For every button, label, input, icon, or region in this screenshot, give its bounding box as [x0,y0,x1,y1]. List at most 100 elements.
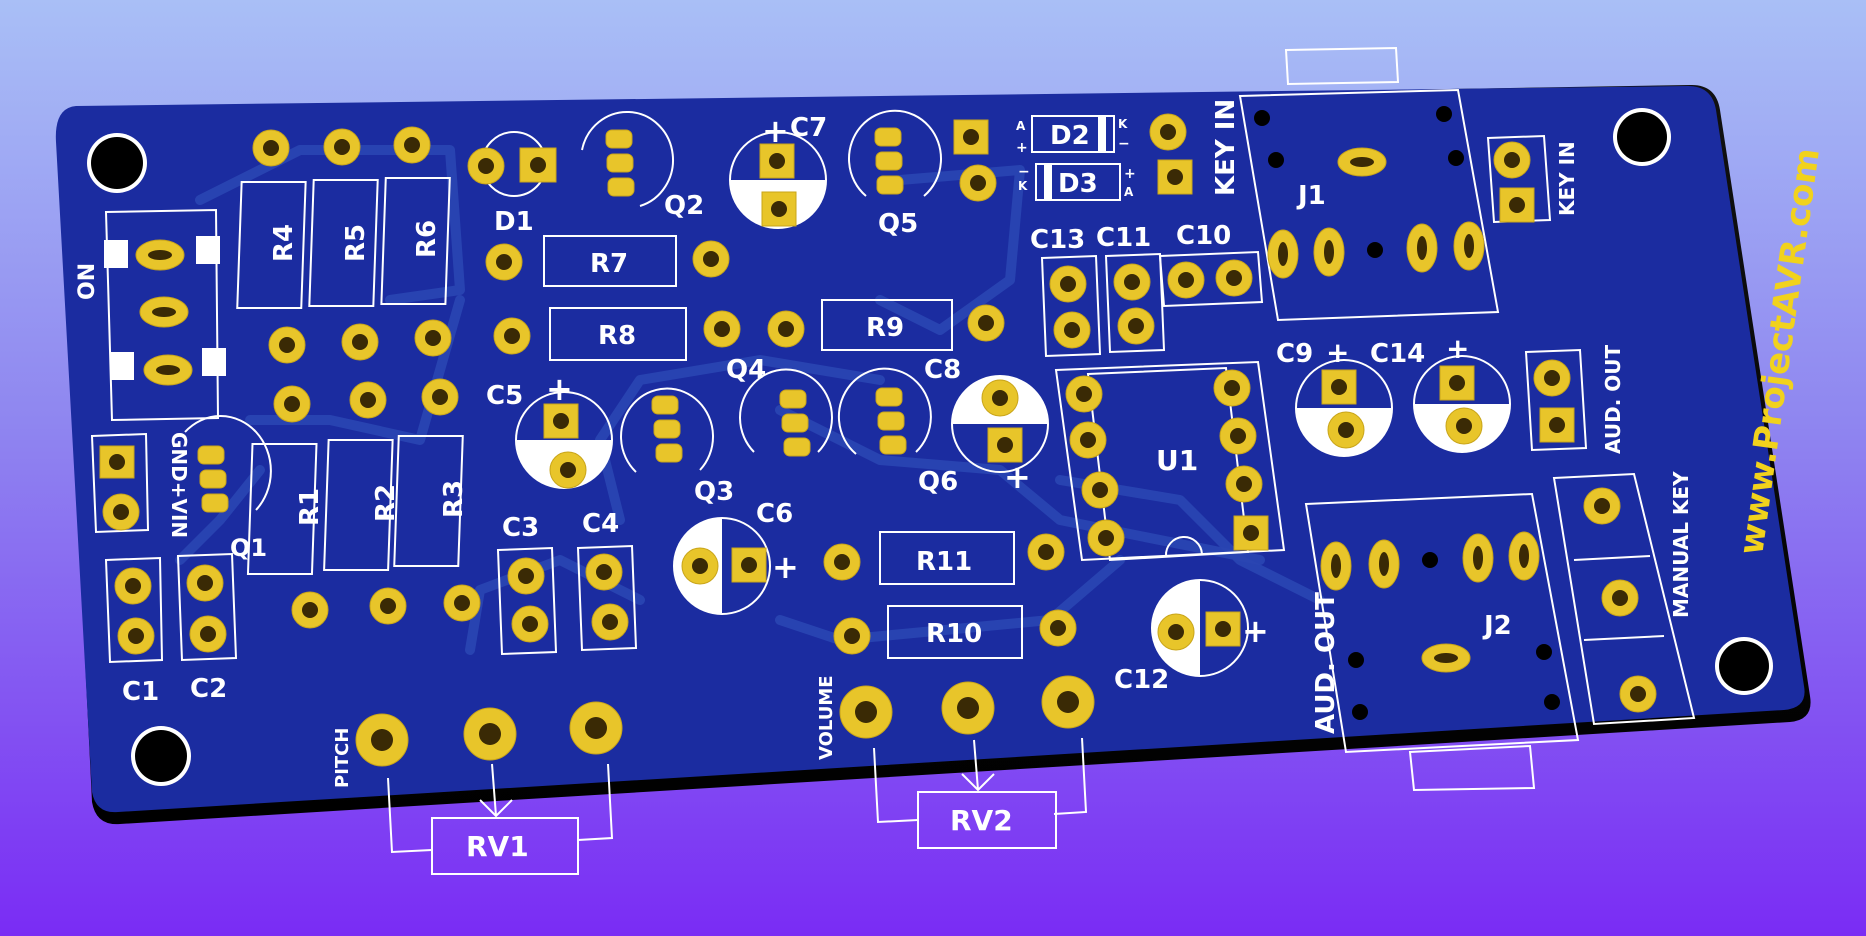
resistor-r8: R8 [493,307,741,361]
label-r4: R4 [269,224,299,262]
label-d2-anode: A [1016,119,1026,133]
label-plus-c5: + [546,370,573,408]
label-d3-minus: − [1018,164,1030,180]
label-c9: C9 [1276,339,1313,369]
label-q2: Q2 [664,191,704,221]
label-j2: J2 [1482,611,1512,641]
label-on: ON [75,263,100,300]
capacitor-c3: C3 [496,513,558,656]
label-u1: U1 [1156,444,1198,477]
label-r5: R5 [341,224,371,262]
label-j1: J1 [1296,181,1326,211]
label-rv2: RV2 [950,804,1013,837]
label-d2: D2 [1050,121,1090,151]
resistor-r11: R11 [823,531,1065,585]
capacitor-c4: C4 [576,509,638,652]
label-key-in-2: KEY IN [1555,141,1579,216]
jack-j1: J1 [1238,46,1500,322]
label-pitch: PITCH [332,728,353,788]
capacitor-c7: + C7 [729,112,827,229]
resistor-r6: R6 [380,126,452,357]
capacitor-c2: C2 [176,552,238,704]
label-r6: R6 [412,220,442,258]
transistor-q6: Q6 [837,367,958,497]
resistor-r3: R3 [393,378,481,622]
transistor-q4: Q4 [726,355,833,457]
label-r11: R11 [916,547,972,577]
label-r9: R9 [866,313,904,343]
label-d2-cathode: K [1118,117,1128,131]
label-c14: C14 [1370,339,1425,369]
power-input-header: GND+VIN [90,432,191,538]
manual-key-header: MANUAL KEY [1552,471,1696,726]
transistor-q3: Q3 [620,387,734,507]
capacitor-c13: C13 [1030,225,1102,358]
mounting-hole-tl [87,133,147,193]
resistor-r1: R1 [246,385,329,629]
label-c1: C1 [122,677,159,707]
label-plus-c14: + [1446,332,1469,365]
resistor-r10: R10 [833,605,1077,659]
label-aud-out-2: AUD. OUT [1311,592,1341,734]
label-key-in-1: KEY IN [1211,99,1241,196]
mounting-hole-bl [131,726,191,786]
label-q6: Q6 [918,467,958,497]
label-c12: C12 [1114,665,1169,695]
label-r7: R7 [590,249,628,279]
label-plus-c8: + [1004,458,1031,496]
label-c10: C10 [1176,221,1231,251]
transistor-q1: Q1 [184,415,272,562]
label-volume: VOLUME [816,675,837,760]
led-d1: D1 [467,131,557,237]
transistor-q5: Q5 [848,109,942,239]
label-d2-plus: + [1016,140,1028,156]
audio-out-header: AUD. OUT [1524,344,1625,454]
label-gnd-vin: GND+VIN [167,432,191,538]
capacitor-c10: C10 [1158,221,1264,308]
label-plus-c7: + [762,112,789,150]
capacitor-c11: C11 [1096,223,1166,354]
diode-d3: D3 K − A + [959,159,1193,202]
capacitor-c1: C1 [104,556,164,707]
label-d3-plus: + [1124,166,1136,182]
label-q3: Q3 [694,477,734,507]
capacitor-c5: + C5 [486,370,613,489]
power-switch: ON [75,208,226,422]
label-c13: C13 [1030,225,1085,255]
label-plus-c6: + [772,548,799,586]
ic-u1: U1 [1054,360,1286,562]
label-c7: C7 [790,113,827,143]
label-d2-minus: − [1118,136,1130,152]
label-plus-c12: + [1242,612,1269,650]
label-c8: C8 [924,355,961,385]
resistor-r9: R9 [767,299,1005,351]
label-c11: C11 [1096,223,1151,253]
label-r3: R3 [439,480,469,518]
label-d3-cathode: K [1018,179,1028,193]
label-c2: C2 [190,674,227,704]
potentiometer-rv1: RV1 PITCH [332,701,623,875]
mounting-hole-tr [1613,108,1671,166]
capacitor-c12: + C12 [1114,579,1269,695]
transistor-q2: Q2 [581,111,704,221]
potentiometer-rv2: RV2 VOLUME [816,675,1095,849]
label-q4: Q4 [726,355,766,385]
capacitor-c6: + C6 [673,499,799,615]
label-d3: D3 [1058,169,1098,199]
label-r8: R8 [598,321,636,351]
label-c4: C4 [582,509,619,539]
label-d1: D1 [494,207,534,237]
label-c6: C6 [756,499,793,529]
resistor-r4: R4 [236,129,307,364]
label-q5: Q5 [878,209,918,239]
label-rv1: RV1 [466,830,529,863]
resistor-r5: R5 [308,128,379,361]
label-aud-out-1: AUD. OUT [1601,344,1625,454]
capacitor-c9: + C9 [1276,336,1393,457]
label-c5: C5 [486,381,523,411]
label-manual-key: MANUAL KEY [1669,471,1693,618]
diode-d2: D2 A + K − [953,113,1187,156]
key-in-header: KEY IN [1486,134,1579,224]
label-d3-anode: A [1124,185,1134,199]
label-r10: R10 [926,619,982,649]
